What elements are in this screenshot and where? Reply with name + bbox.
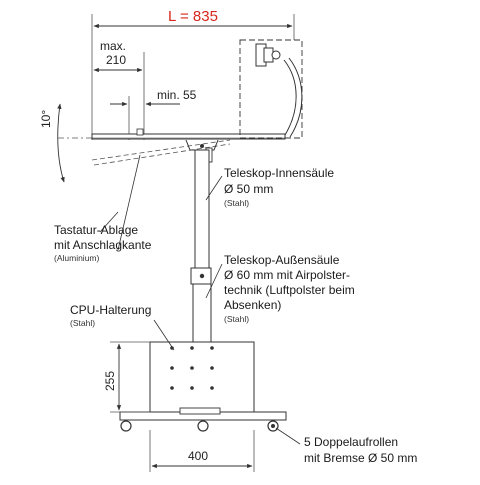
caster-wheel xyxy=(197,420,209,432)
angle-label: 10° xyxy=(39,110,53,128)
base-width-dimension: 400 xyxy=(149,430,255,472)
svg-text:(Stahl): (Stahl) xyxy=(70,318,95,328)
svg-text:Ø 60 mm mit Airpolster-: Ø 60 mm mit Airpolster- xyxy=(224,268,350,282)
svg-text:mit Anschlagkante: mit Anschlagkante xyxy=(54,238,152,252)
max-label: max. xyxy=(100,39,126,53)
svg-text:Teleskop-Außensäule: Teleskop-Außensäule xyxy=(224,253,340,267)
caster-wheel xyxy=(120,420,132,432)
telescopic-column xyxy=(185,139,219,343)
label-outer-column: Teleskop-Außensäule Ø 60 mm mit Airpolst… xyxy=(224,253,355,324)
svg-text:Tastatur-Ablage: Tastatur-Ablage xyxy=(54,223,138,237)
monitor-holder xyxy=(239,39,303,139)
base-width-value: 400 xyxy=(188,449,208,463)
min-value: min. 55 xyxy=(157,88,197,102)
max-value: 210 xyxy=(106,53,126,67)
max-extension-dimension: max. 210 xyxy=(93,39,145,140)
svg-text:technik (Luftpolster beim: technik (Luftpolster beim xyxy=(224,283,355,297)
total-length-label: L = 835 xyxy=(168,8,218,25)
svg-text:Absenken): Absenken) xyxy=(224,298,281,312)
leader-lines xyxy=(99,175,301,445)
caster-base xyxy=(119,407,287,432)
cpu-holder xyxy=(149,341,255,413)
tilted-plate-outline xyxy=(91,139,231,251)
height-value: 255 xyxy=(103,371,117,391)
svg-text:CPU-Halterung: CPU-Halterung xyxy=(70,303,151,317)
label-casters: 5 Doppelaufrollen mit Bremse Ø 50 mm xyxy=(304,435,417,465)
min-extension-dimension: min. 55 xyxy=(110,88,197,140)
svg-text:5 Doppelaufrollen: 5 Doppelaufrollen xyxy=(304,435,398,449)
svg-text:Ø 50 mm: Ø 50 mm xyxy=(224,182,273,196)
label-keyboard-tray: Tastatur-Ablage mit Anschlagkante (Alumi… xyxy=(54,223,152,263)
svg-text:mit Bremse Ø 50 mm: mit Bremse Ø 50 mm xyxy=(304,451,417,465)
desk-plate xyxy=(91,128,286,140)
svg-text:(Stahl): (Stahl) xyxy=(224,314,249,324)
svg-text:(Stahl): (Stahl) xyxy=(224,198,249,208)
total-length-dimension: L = 835 xyxy=(91,8,295,140)
svg-text:(Aluminium): (Aluminium) xyxy=(54,253,100,263)
height-dimension: 255 xyxy=(103,341,150,413)
svg-text:Teleskop-Innensäule: Teleskop-Innensäule xyxy=(224,166,334,180)
label-cpu-holder: CPU-Halterung (Stahl) xyxy=(70,303,151,328)
label-inner-column: Teleskop-Innensäule Ø 50 mm (Stahl) xyxy=(224,166,334,208)
